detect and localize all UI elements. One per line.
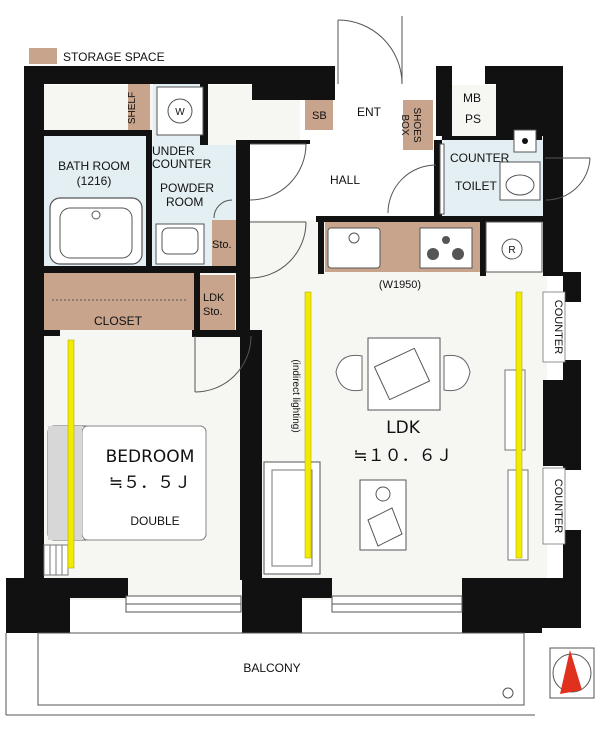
compass [549,647,595,699]
bedroom-size-label: ≒５．５Ｊ [109,473,191,493]
balcony [5,632,535,716]
shelf-storage [128,84,150,132]
ldk-sto-label: LDK [203,292,225,304]
sto-small-storage [212,220,237,266]
compass-north-icon [560,650,582,694]
powder-room-label-2: ROOM [166,195,203,209]
kitchen-width-label: (W1950) [379,279,421,291]
ldk-size-label: ≒１０．６Ｊ [353,446,452,466]
washer-label: W [175,107,185,118]
kitchen-fixtures [327,221,543,273]
bath-fixtures [49,86,541,265]
furniture [43,337,529,576]
legend-storage-label: STORAGE SPACE [63,50,165,64]
counter-toilet-label: COUNTER [450,151,510,165]
stove-icon [419,227,473,269]
toilet-label: TOILET [455,179,497,193]
legend-storage-swatch [29,48,57,64]
ldk-sto-label-2: Sto. [203,306,223,318]
counter-right-label-1: COUNTER [552,300,564,354]
windows [125,143,463,613]
walls [6,66,581,633]
refrigerator-label: R [508,245,515,256]
hall-label: HALL [330,173,360,187]
washer-icon [167,98,193,124]
closet-storage [42,272,194,330]
indirect-lighting [67,291,523,569]
mb-label: MB [463,91,481,105]
sb-label: SB [312,110,327,122]
refrigerator-icon [501,238,523,260]
closet-label: CLOSET [94,314,143,328]
bed-label: DOUBLE [130,514,179,528]
doors [194,16,591,393]
ldk-sto-storage [199,275,235,330]
under-counter-label: UNDER [152,144,195,158]
shoes-box-label: SHOES [411,107,422,142]
toilet-icon [505,174,535,196]
kitchen-sink-icon [327,227,381,269]
shoes-box-storage [403,100,433,150]
shelf-label: SHELF [127,92,138,124]
under-counter-label-2: COUNTER [152,157,212,171]
hall-floor [248,142,436,220]
shoes-box-label-2: BOX [399,114,410,135]
sto-small-label: Sto. [212,239,232,251]
bath-room-label: BATH ROOM [58,159,130,173]
bath-size-label: (1216) [77,174,112,188]
sb-storage [305,100,333,130]
ps-label: PS [465,112,481,126]
powder-room-label: POWDER [160,181,214,195]
ent-label: ENT [357,105,382,119]
counter-right-label-2: COUNTER [552,479,564,533]
indirect-lighting-label: (indirect lighting) [290,359,301,432]
balcony-label: BALCONY [243,661,300,675]
bedroom-label: BEDROOM [106,447,195,467]
ldk-label: LDK [386,418,421,438]
